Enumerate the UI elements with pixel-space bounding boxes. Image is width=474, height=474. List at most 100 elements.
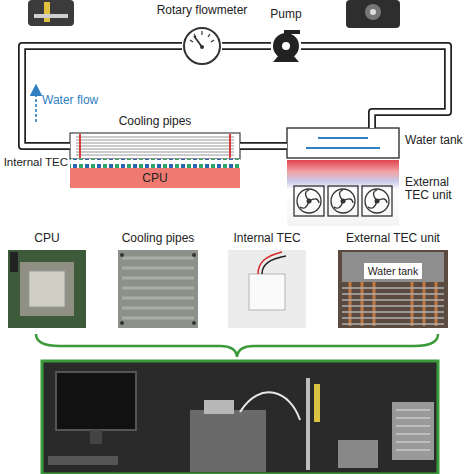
flowmeter [314,384,320,422]
node-label: Internal TEC [218,232,316,245]
water-line [306,147,380,149]
water-line [318,137,368,139]
fans [294,186,392,216]
cooling-pipes-box: Cooling pipes [70,133,240,159]
tec-strip-base [70,159,240,168]
pipe-wall [22,46,182,146]
external-tec-drawing [287,160,399,226]
texture [122,258,194,318]
pipe-manifold [80,134,230,158]
internal-tec-photo: Internal TEC [228,250,306,328]
water-tank-drawing [287,128,399,158]
fins [342,288,444,324]
fan-blades [300,190,319,208]
node-label: Cooling pipes [108,232,208,245]
tubing [240,392,300,420]
screw [192,321,196,325]
cpu-photo [8,250,86,328]
gauge-dial [184,28,220,64]
fan-ring [331,189,355,213]
tec-gradient [287,160,399,226]
pipe-bore [22,46,182,146]
pump-box [338,440,378,468]
fan-frame [328,186,358,216]
flow-label: Water flow [42,94,98,107]
cooling-pipes-body [70,133,240,159]
fan-ring [365,189,389,213]
wire [262,256,286,274]
fan-hub [307,199,312,204]
node-label: Rotary flowmeter [137,4,267,17]
cooling-pipes-photo [118,250,198,328]
gauge-hub [200,45,204,49]
chip [29,271,65,307]
screw [192,253,196,257]
tank-body [287,128,399,158]
tec-module [249,274,285,310]
tec-unit [392,402,434,460]
photo-detail [34,14,68,18]
pipe-bore [301,46,448,128]
heat-sink [204,400,234,414]
cpu-body [70,168,240,188]
monitor-stand [90,430,102,444]
external-tec-unit: External TEC unit [287,160,399,226]
photo-frame [346,0,400,28]
screw [120,321,124,325]
node-label: CPU [0,232,94,245]
node-label: Internal TEC [0,156,68,169]
cooling-pipes-photo: Cooling pipes [118,250,198,328]
photo-frame [42,361,438,474]
external-tec-photo [338,250,448,328]
fan-hub [341,199,346,204]
pipe-wall [222,42,271,50]
pipe-wall [301,46,448,128]
water-pipe [301,46,448,128]
pipe-lines [76,137,234,155]
component [10,252,18,272]
node-label: Water tank [405,134,474,147]
monitor [56,372,136,430]
keyboard [48,456,118,465]
water-pipe [240,146,287,147]
computer-case [190,410,266,472]
pump-outlet [284,30,300,34]
tank-plate [342,252,444,282]
fan-hub [375,199,380,204]
pump-body [273,33,299,59]
stand-pole [306,378,310,470]
socket [20,262,74,316]
photo-detail [370,9,376,15]
top-right-photo [346,0,400,28]
fan-blades [334,190,353,208]
fins [396,410,430,450]
background [338,250,448,328]
node-label: CPU [70,168,240,188]
cpu-photo: CPU [8,250,86,328]
pipe-bore [240,144,287,149]
external-tec-photo: External TEC unitWater tank [338,250,448,328]
background [228,250,306,328]
pipe-bore [222,44,271,49]
internal-tec-photo [228,250,306,328]
pump-symbol [273,30,300,62]
photo-detail [44,2,50,22]
node-label: Pump [256,8,316,21]
screw [120,253,124,257]
setup-photo [42,361,438,474]
photo-detail [365,4,381,20]
pump-hub [282,42,290,50]
node-label: Water tank [364,263,422,279]
pipe-wall [240,142,287,150]
fan-blades [368,190,387,208]
flowmeter-gauge [184,28,220,64]
group-brace [36,334,438,357]
node-label: Cooling pipes [70,115,240,128]
cooling-pipes-drawing [70,133,240,159]
pump-symbol: Pump [271,32,301,62]
gauge-needle [194,36,202,47]
board [8,250,86,328]
water-tank-box: Water tank [287,128,399,158]
water-pipe [222,46,271,47]
